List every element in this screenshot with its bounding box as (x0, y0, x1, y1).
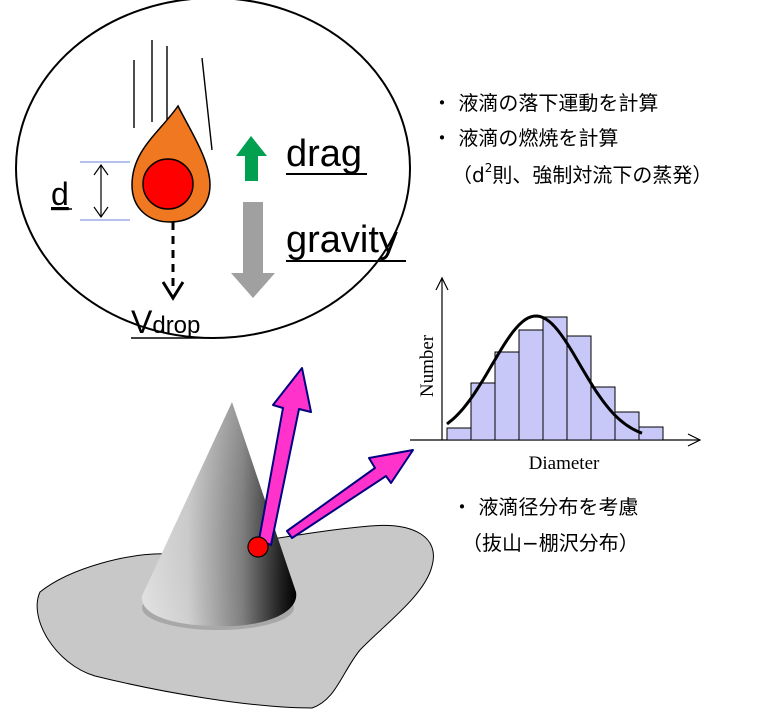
histogram-xlabel: Diameter (529, 453, 600, 474)
histogram-ylabel: Number (417, 334, 438, 397)
fuel-droplet (142, 158, 194, 210)
droplet-origin-marker (247, 536, 269, 558)
histogram-bar-4 (518, 329, 544, 441)
note-fall-motion: ・ 液滴の落下運動を計算 (432, 91, 658, 115)
drag-arrow (236, 136, 267, 181)
diameter-dimension (80, 161, 130, 221)
histogram-bar-9 (638, 426, 664, 441)
note-evaporation-law: （d2則、強制対流下の蒸発） (452, 161, 712, 187)
drag-label: drag (286, 133, 362, 175)
trajectory-arrow-upper (258, 367, 312, 546)
diameter-label: d (51, 176, 69, 212)
note-size-distribution: ・ 液滴径分布を考慮 (452, 495, 638, 519)
trajectory-arrow-lower (286, 449, 414, 539)
motion-streaks (133, 40, 213, 151)
note-evaporation-sup: 2 (485, 161, 493, 175)
note-nukiyama-tanasawa: （抜山−棚沢分布） (462, 531, 639, 555)
velocity-label: Vdrop (131, 304, 200, 340)
histogram-bar-3 (494, 351, 520, 441)
velocity-arrow (161, 222, 185, 301)
gravity-label: gravity (286, 219, 398, 261)
velocity-label-sub: drop (152, 312, 200, 339)
note-evaporation-post: 則、強制対流下の蒸発） (492, 163, 712, 187)
note-evaporation-pre: （d (452, 163, 485, 187)
histogram-bars (446, 316, 664, 441)
histogram-bar-7 (590, 386, 616, 441)
distribution-curve (446, 314, 643, 435)
note-combustion: ・ 液滴の燃焼を計算 (432, 126, 618, 150)
cone-shading (141, 402, 297, 627)
velocity-label-main: V (131, 304, 153, 340)
histogram-bar-1 (446, 427, 472, 441)
gravity-arrow (231, 202, 275, 298)
